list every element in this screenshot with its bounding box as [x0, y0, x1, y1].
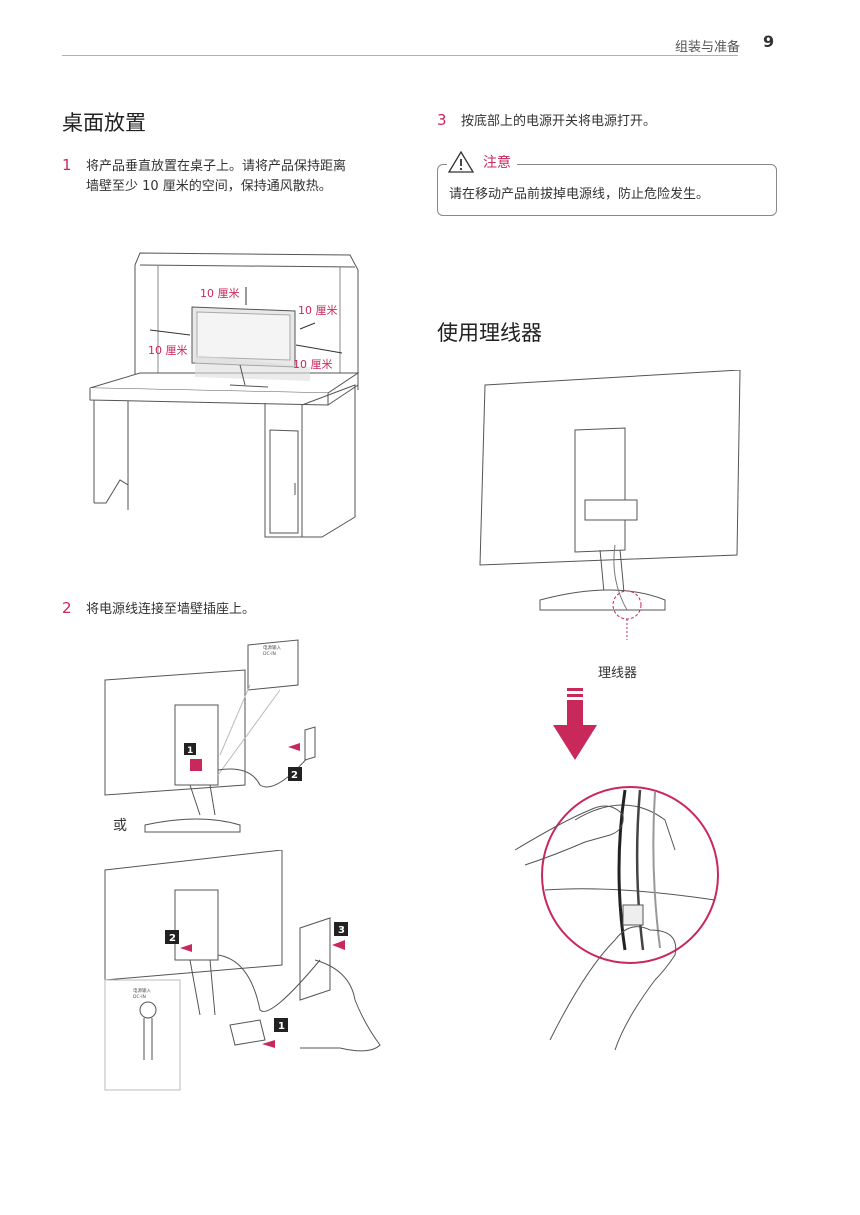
- desk-label-left: 10 厘米: [148, 344, 188, 357]
- step-3: 3 按底部上的电源开关将电源打开。: [437, 110, 656, 132]
- down-arrow-icon: [553, 688, 597, 760]
- port-label-line1-a: 电源输入: [263, 644, 281, 651]
- or-label: 或: [113, 818, 127, 834]
- port-label-line2-a: DC-IN: [263, 651, 276, 657]
- caution-text: 请在移动产品前拔掉电源线，防止危险发生。: [449, 187, 710, 202]
- cable-holder-zoom-illustration: [514, 786, 719, 1051]
- step-1: 1 将产品垂直放置在桌子上。请将产品保持距离 墙壁至少 10 厘米的空间，保持通风…: [62, 155, 402, 197]
- page-number: 9: [763, 32, 775, 51]
- step-2-number: 2: [62, 599, 72, 617]
- desk-label-right-bottom: 10 厘米: [293, 358, 333, 371]
- desk-label-right-top: 10 厘米: [298, 304, 338, 317]
- heading-cable-holder: 使用理线器: [437, 321, 542, 345]
- desk-placement-illustration: [89, 252, 360, 538]
- header-section-title: 组装与准备: [674, 40, 740, 55]
- port-label-line1-b: 电源输入: [133, 987, 151, 994]
- step-3-text: 按底部上的电源开关将电源打开。: [461, 114, 657, 129]
- step-1-line2: 墙壁至少 10 厘米的空间，保持通风散热。: [86, 179, 332, 194]
- badge-a2: 2: [291, 770, 298, 781]
- desk-label-top: 10 厘米: [200, 287, 240, 300]
- caution-box: [437, 164, 777, 216]
- caution-title: 注意: [483, 155, 511, 171]
- port-label-line2-b: DC-IN: [133, 994, 146, 1000]
- badge-a1: 1: [187, 746, 193, 756]
- power-connection-illustration-a: 电源输入 DC-IN 1 2: [104, 639, 316, 833]
- caution-header: 注意: [447, 150, 517, 174]
- header-rule: [62, 55, 738, 56]
- step-1-line1: 将产品垂直放置在桌子上。请将产品保持距离: [86, 159, 347, 174]
- warning-icon: [447, 150, 475, 173]
- cable-holder-label: 理线器: [598, 666, 638, 681]
- power-connection-illustration-b: 2 3 1 电源输入 DC-IN: [104, 850, 381, 1091]
- heading-desk-placement: 桌面放置: [62, 111, 146, 135]
- step-1-number: 1: [62, 156, 72, 174]
- step-3-number: 3: [437, 111, 447, 129]
- badge-b3: 3: [338, 925, 345, 936]
- cable-holder-illustration: [479, 370, 741, 640]
- step-2: 2 将电源线连接至墙壁插座上。: [62, 598, 255, 620]
- badge-b2: 2: [169, 933, 176, 944]
- step-2-text: 将电源线连接至墙壁插座上。: [86, 602, 256, 617]
- badge-b1: 1: [278, 1021, 285, 1032]
